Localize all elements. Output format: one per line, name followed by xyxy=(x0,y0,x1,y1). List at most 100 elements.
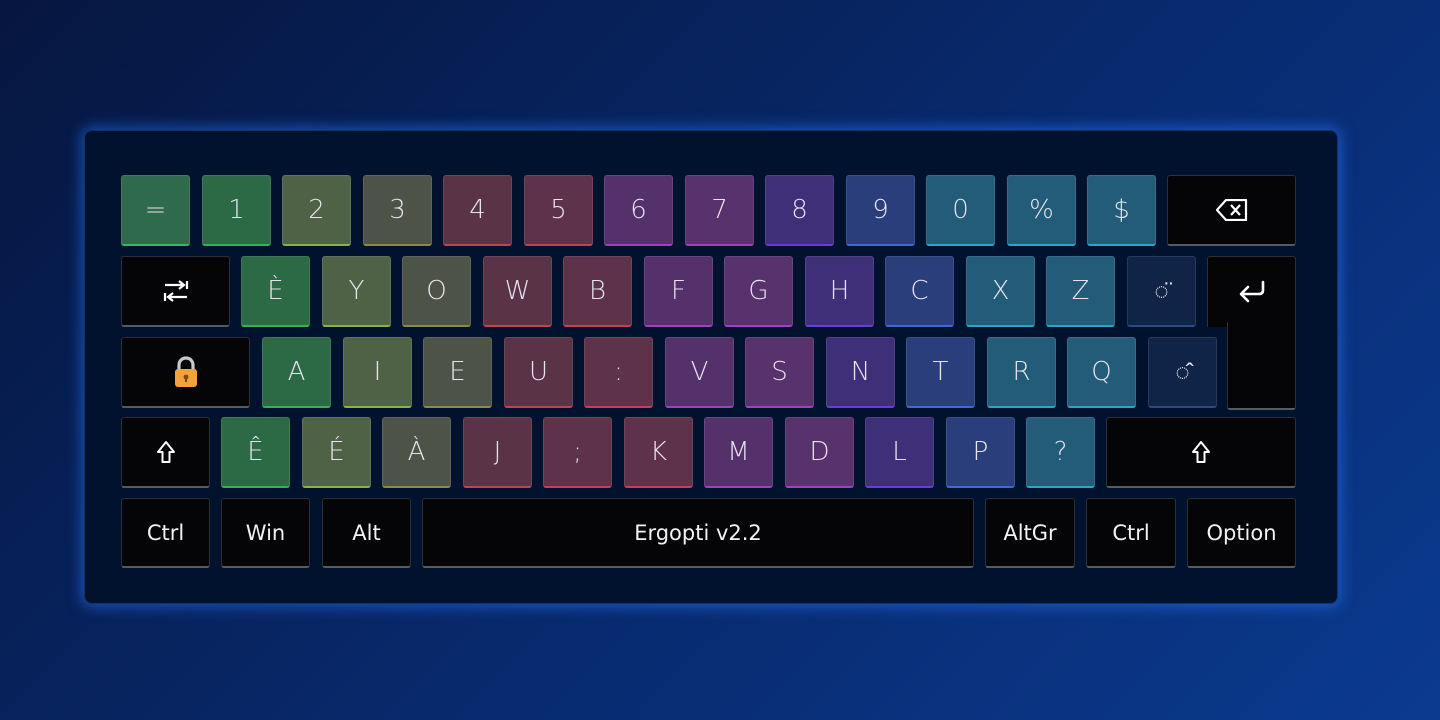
key-label: X xyxy=(991,276,1010,306)
key-char[interactable]: A xyxy=(262,337,331,408)
key-label: T xyxy=(932,357,949,387)
key-label: Ê xyxy=(247,437,264,467)
key-char[interactable]: ; xyxy=(543,417,612,488)
key-char[interactable]: Q xyxy=(1067,337,1136,408)
key-char[interactable]: Z xyxy=(1046,256,1115,327)
key-label: E xyxy=(449,357,466,387)
key-char[interactable]: 4 xyxy=(443,175,512,246)
key-char[interactable]: % xyxy=(1007,175,1076,246)
key-label: K xyxy=(649,437,668,467)
key-label: 5 xyxy=(550,195,567,225)
key-label: S xyxy=(771,357,788,387)
key-label: O xyxy=(426,276,447,306)
key-char[interactable]: : xyxy=(584,337,653,408)
key-char[interactable]: P xyxy=(946,417,1015,488)
win-key[interactable]: Win xyxy=(221,498,310,568)
key-char[interactable]: 9 xyxy=(846,175,915,246)
key-char[interactable]: G xyxy=(724,256,793,327)
key-char[interactable]: $ xyxy=(1087,175,1156,246)
alt-key[interactable]: Alt xyxy=(322,498,411,568)
key-char[interactable]: J xyxy=(463,417,532,488)
backspace-icon xyxy=(1215,199,1248,221)
key-char[interactable]: 3 xyxy=(363,175,432,246)
key-char[interactable]: Y xyxy=(322,256,391,327)
key-char[interactable]: = xyxy=(121,175,190,246)
key-label: = xyxy=(144,195,167,225)
key-char[interactable]: Ê xyxy=(221,417,290,488)
space-key[interactable]: Ergopti v2.2 xyxy=(422,498,974,568)
key-char[interactable]: À xyxy=(382,417,451,488)
altgr-key[interactable]: AltGr xyxy=(985,498,1075,568)
key-label: H xyxy=(829,276,850,306)
key-label: J xyxy=(493,437,502,467)
key-label: A xyxy=(287,357,306,387)
key-char[interactable]: E xyxy=(423,337,492,408)
enter-key-lower[interactable] xyxy=(1227,322,1296,410)
key-label: 2 xyxy=(308,195,325,225)
key-char[interactable]: L xyxy=(865,417,934,488)
ctrl-left-key[interactable]: Ctrl xyxy=(121,498,210,568)
key-label: R xyxy=(1012,357,1031,387)
key-char[interactable]: 6 xyxy=(604,175,673,246)
key-label: Y xyxy=(348,276,365,306)
key-char[interactable]: 5 xyxy=(524,175,593,246)
key-dead-trema[interactable]: ◌̈ xyxy=(1127,256,1196,327)
key-char[interactable]: ? xyxy=(1026,417,1095,488)
shift-icon xyxy=(1191,440,1211,464)
key-label: 3 xyxy=(389,195,406,225)
key-char[interactable]: V xyxy=(665,337,734,408)
backspace-key[interactable] xyxy=(1167,175,1296,246)
key-label: Q xyxy=(1091,357,1112,387)
key-label: W xyxy=(504,276,531,306)
key-char[interactable]: B xyxy=(563,256,632,327)
key-label: ◌̈ xyxy=(1154,276,1169,305)
key-label: 4 xyxy=(469,195,486,225)
key-label: ◌̂ xyxy=(1175,357,1190,386)
key-label: U xyxy=(528,357,549,387)
option-key[interactable]: Option xyxy=(1187,498,1296,568)
key-label: È xyxy=(267,276,284,306)
key-char[interactable]: F xyxy=(644,256,713,327)
key-dead-circumflex[interactable]: ◌̂ xyxy=(1148,337,1217,408)
key-label: P xyxy=(972,437,989,467)
key-label: ? xyxy=(1053,437,1068,467)
key-label: I xyxy=(373,357,382,387)
key-char[interactable]: M xyxy=(704,417,773,488)
key-label: 0 xyxy=(952,195,969,225)
key-char[interactable]: X xyxy=(966,256,1035,327)
ctrl-right-key[interactable]: Ctrl xyxy=(1086,498,1176,568)
key-char[interactable]: O xyxy=(402,256,471,327)
key-label: N xyxy=(850,357,871,387)
key-char[interactable]: K xyxy=(624,417,693,488)
key-char[interactable]: R xyxy=(987,337,1056,408)
key-char[interactable]: I xyxy=(343,337,412,408)
key-char[interactable]: W xyxy=(483,256,552,327)
key-label: 7 xyxy=(711,195,728,225)
key-char[interactable]: U xyxy=(504,337,573,408)
capslock-key[interactable] xyxy=(121,337,250,408)
key-char[interactable]: H xyxy=(805,256,874,327)
key-char[interactable]: N xyxy=(826,337,895,408)
tab-icon xyxy=(163,280,189,302)
key-char[interactable]: 8 xyxy=(765,175,834,246)
key-char[interactable]: 2 xyxy=(282,175,351,246)
key-char[interactable]: È xyxy=(241,256,310,327)
key-char[interactable]: É xyxy=(302,417,371,488)
key-label: F xyxy=(671,276,686,306)
key-char[interactable]: 7 xyxy=(685,175,754,246)
key-char[interactable]: S xyxy=(745,337,814,408)
enter-key[interactable] xyxy=(1207,256,1296,327)
shift-left-key[interactable] xyxy=(121,417,210,488)
key-label: G xyxy=(748,276,769,306)
key-char[interactable]: T xyxy=(906,337,975,408)
key-label: 1 xyxy=(228,195,245,225)
key-label: $ xyxy=(1113,195,1130,225)
key-char[interactable]: D xyxy=(785,417,854,488)
key-char[interactable]: 0 xyxy=(926,175,995,246)
key-char[interactable]: 1 xyxy=(202,175,271,246)
key-label: Z xyxy=(1071,276,1090,306)
tab-key[interactable] xyxy=(121,256,230,327)
shift-right-key[interactable] xyxy=(1106,417,1296,488)
key-label: 8 xyxy=(791,195,808,225)
key-char[interactable]: C xyxy=(885,256,954,327)
